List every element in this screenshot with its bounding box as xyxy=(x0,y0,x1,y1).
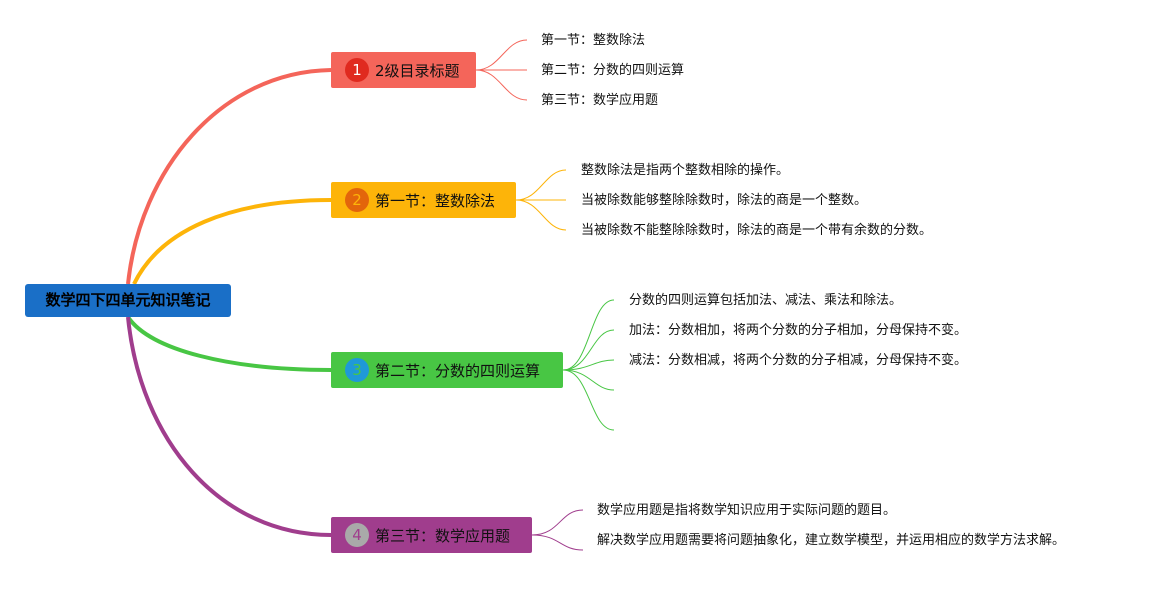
branch-topic-2[interactable]: 2 第一节：整数除法 xyxy=(331,182,516,218)
number-badge-icon: 1 xyxy=(345,58,369,82)
leaf-topic[interactable]: 当被除数能够整除除数时，除法的商是一个整数。 xyxy=(581,193,868,208)
number-badge-icon: 2 xyxy=(345,188,369,212)
leaf-topic[interactable]: 第二节：分数的四则运算 xyxy=(541,63,685,78)
link-root-branch-4 xyxy=(126,316,332,537)
branch-label: 第二节：分数的四则运算 xyxy=(375,361,541,380)
number-badge-icon: 3 xyxy=(345,358,369,382)
root-topic[interactable]: 数学四下四单元知识笔记 xyxy=(25,284,231,317)
leaf-topic[interactable]: 第一节：整数除法 xyxy=(541,33,646,48)
branch-3-leaf-links xyxy=(562,299,615,431)
leaf-topic[interactable]: 减法：分数相减，将两个分数的分子相减，分母保持不变。 xyxy=(629,353,968,368)
branch-2-leaf-links xyxy=(515,169,567,231)
link-root-branch-1 xyxy=(126,68,332,285)
branch-1-leaf-links xyxy=(475,39,528,101)
link-root-branch-2 xyxy=(132,198,332,285)
leaf-topic[interactable]: 解决数学应用题需要将问题抽象化，建立数学模型，并运用相应的数学方法求解。 xyxy=(597,533,1066,548)
branch-topic-3[interactable]: 3 第二节：分数的四则运算 xyxy=(331,352,563,388)
leaf-topic[interactable]: 当被除数不能整除除数时，除法的商是一个带有余数的分数。 xyxy=(581,223,933,238)
branch-label: 第一节：整数除法 xyxy=(375,191,496,210)
link-root-branch-3 xyxy=(126,315,332,372)
leaf-topic[interactable]: 数学应用题是指将数学知识应用于实际问题的题目。 xyxy=(597,503,897,518)
branch-topic-1[interactable]: 1 2级目录标题 xyxy=(331,52,476,88)
branch-topic-4[interactable]: 4 第三节：数学应用题 xyxy=(331,517,532,553)
leaf-topic[interactable]: 整数除法是指两个整数相除的操作。 xyxy=(581,163,790,178)
branch-label: 2级目录标题 xyxy=(375,61,460,80)
branch-4-leaf-links xyxy=(531,509,584,551)
leaf-topic[interactable]: 第三节：数学应用题 xyxy=(541,93,659,108)
leaf-topic[interactable]: 分数的四则运算包括加法、减法、乘法和除法。 xyxy=(629,293,903,308)
branch-label: 第三节：数学应用题 xyxy=(375,526,511,545)
leaf-topic[interactable]: 加法：分数相加，将两个分数的分子相加，分母保持不变。 xyxy=(629,323,968,338)
number-badge-icon: 4 xyxy=(345,523,369,547)
